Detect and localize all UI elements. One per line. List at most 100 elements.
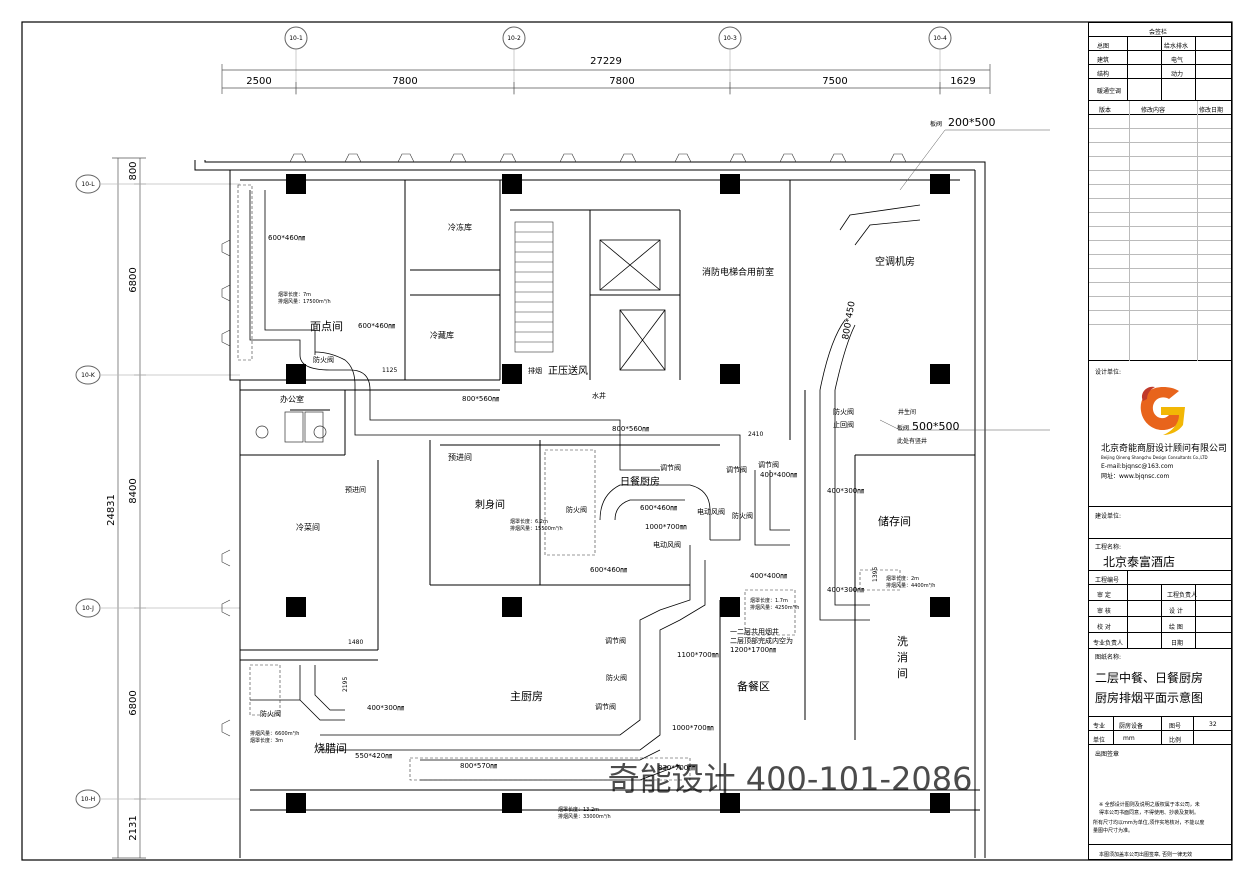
pressure-fan: 正压送风 [548, 364, 588, 377]
footer-note: 本图须加盖本公司出图签章, 否则一律无效 [1099, 852, 1193, 858]
hood-note: 烟罩长度：2m [886, 575, 919, 582]
room-noodle: 面点间 [310, 320, 343, 333]
role-row: 校 对 绘 图 [1089, 617, 1231, 633]
sign-discipline: 总图 [1097, 43, 1110, 50]
room-pre-entry: 预进间 [448, 452, 472, 462]
revision-header-row: 版本 修改内容 修改日期 [1089, 101, 1231, 115]
company-logo [1140, 386, 1185, 435]
sign-discipline: 给水排水 [1164, 43, 1189, 50]
duct-size: 400*300㎜ [827, 586, 864, 594]
room-cold-storage: 冷藏库 [430, 330, 454, 340]
hood-note: 烟罩长度：7m [278, 291, 311, 298]
room-japanese-kitchen: 日餐厨房 [620, 475, 660, 488]
fire-damper: 防火阀 [732, 511, 753, 520]
duct-size-labels: 600*460㎜ 600*460㎜ 600*460㎜ 600*460㎜ 800*… [268, 116, 996, 772]
axis-label: 10-1 [289, 35, 303, 42]
shaft-notes: 一二层共用烟井 二层顶部完成内空为 1200*1700㎜ [730, 627, 793, 654]
exhaust-hoods [237, 184, 901, 781]
shaft-note: 1200*1700㎜ [730, 646, 776, 654]
room-office: 办公室 [280, 394, 304, 404]
role-label: 设 计 [1169, 608, 1183, 615]
duct-size: 1000*700㎜ [645, 523, 687, 531]
hood-note: 排烟风量：15500m³/h [510, 525, 563, 532]
duct-size: 600*460㎜ [358, 322, 395, 330]
duct-size: 500*500 [912, 420, 960, 433]
damper-tag: 板阀 [930, 120, 942, 128]
misc-dimension: 1125 [382, 367, 397, 374]
duct-size: 600*460㎜ [590, 566, 627, 574]
copyright-note: 所有尺寸均以mm为单位,须作实地核对，不能以度 [1093, 820, 1205, 826]
hood-note: 烟罩长度：13.2m [558, 806, 599, 813]
room-freezer: 冷冻库 [448, 222, 472, 232]
adjust-valve: 调节阀 [758, 460, 779, 469]
meta-value: mm [1123, 735, 1135, 742]
span-dimension: 1629 [950, 76, 975, 87]
misc-dimension: 2195 [342, 677, 349, 692]
fire-damper: 防火阀 [260, 709, 281, 718]
structural-columns [286, 174, 950, 813]
drawing-label: 图纸名称: [1095, 654, 1122, 661]
company-english: Beijing Qineng Shangchu Design Consultan… [1101, 455, 1208, 460]
grid-axis-left: 10-L 10-K 10-J 10-H [75, 174, 101, 809]
duct-size: 600*460㎜ [268, 234, 305, 242]
axis-label: 10-H [81, 796, 95, 803]
exhaust-fans-top [289, 153, 907, 163]
stair [514, 221, 554, 353]
role-row: 审 核 设 计 [1089, 601, 1231, 617]
role-label: 审 核 [1097, 608, 1111, 615]
room-ac: 空调机房 [875, 255, 915, 268]
span-dimensions: 2500 7800 7800 7500 1629 [246, 76, 975, 87]
electric-damper: 电动风阀 [653, 540, 681, 549]
duct-size: 800*560㎜ [462, 395, 499, 403]
electric-damper: 电动风阀 [697, 507, 725, 516]
copyright-note: 量图中尺寸为准。 [1093, 828, 1134, 834]
span-dimension: 800 [128, 161, 139, 180]
total-width-dimension: 27229 [590, 56, 622, 67]
shaft-note: 此处有竖井 [897, 437, 927, 445]
span-dimension: 2131 [128, 815, 139, 840]
span-dimension: 7500 [822, 76, 847, 87]
client-section: 建设单位: [1089, 507, 1231, 539]
drawing-title: 二层中餐、日餐厨房 [1095, 671, 1204, 685]
room-roast: 烧腊间 [314, 742, 347, 755]
title-block: 会签栏 总图 给水排水 建筑 电气 结构 动力 暖通空调 版本 修改内容 修改日… [1088, 22, 1232, 860]
well-note: 井生间 [898, 408, 916, 416]
sign-header: 会签栏 [1149, 29, 1168, 36]
hood-note: 排烟风量：33000m³/h [558, 813, 611, 820]
adjust-valve: 调节阀 [595, 702, 616, 711]
room-wash: 洗 [897, 635, 908, 648]
meta-value: 单位 [1093, 737, 1106, 744]
duct-size: 400*300㎜ [367, 704, 404, 712]
room-main-kitchen: 主厨房 [510, 690, 543, 703]
fire-damper: 防火阀 [313, 355, 334, 364]
misc-dimension: 1480 [348, 639, 363, 646]
drawing-title: 厨房排烟平面示意图 [1095, 691, 1204, 705]
role-label: 工程负责人 [1167, 592, 1198, 599]
duct-size: 1000*700㎜ [672, 724, 714, 732]
duct-size: 400*300㎜ [827, 487, 864, 495]
role-label: 审 定 [1097, 592, 1111, 599]
duct-size: 200*500 [948, 116, 996, 129]
duct-size: 550*420㎜ [355, 752, 392, 760]
sign-row: 暖通空调 [1089, 79, 1231, 101]
revision-header: 版本 [1099, 107, 1112, 114]
duct-size: 830*700㎜ [658, 764, 695, 772]
misc-dimension: 1395 [872, 567, 879, 582]
left-span-dimensions: 800 6800 8400 6800 2131 [128, 161, 139, 840]
copyright-note: 得本公司书面同意，不得使用、抄袭及复制。 [1099, 810, 1200, 816]
hood-note: 烟罩长度：1.7m [750, 597, 788, 604]
meta-row: 专业 厨房设备 图号 32 [1089, 717, 1231, 731]
grid-axis-top: 10-1 10-2 10-3 10-4 [284, 26, 952, 50]
shaft-note: 一二层共用烟井 [730, 627, 779, 636]
duct-size: 400*400㎜ [760, 471, 797, 479]
room-storage: 储存间 [878, 514, 911, 528]
room-elevator-lobby: 消防电梯合用前室 [702, 266, 774, 278]
room-wash-3: 间 [897, 667, 908, 680]
total-height-dimension: 24831 [106, 494, 117, 526]
building-walls [194, 160, 986, 858]
room-sashimi: 刺身间 [475, 498, 505, 511]
axis-label: 10-4 [933, 35, 947, 42]
duct-size: 800*450 [841, 300, 858, 340]
hood-note: 排烟风量：4250m³/h [750, 604, 799, 611]
